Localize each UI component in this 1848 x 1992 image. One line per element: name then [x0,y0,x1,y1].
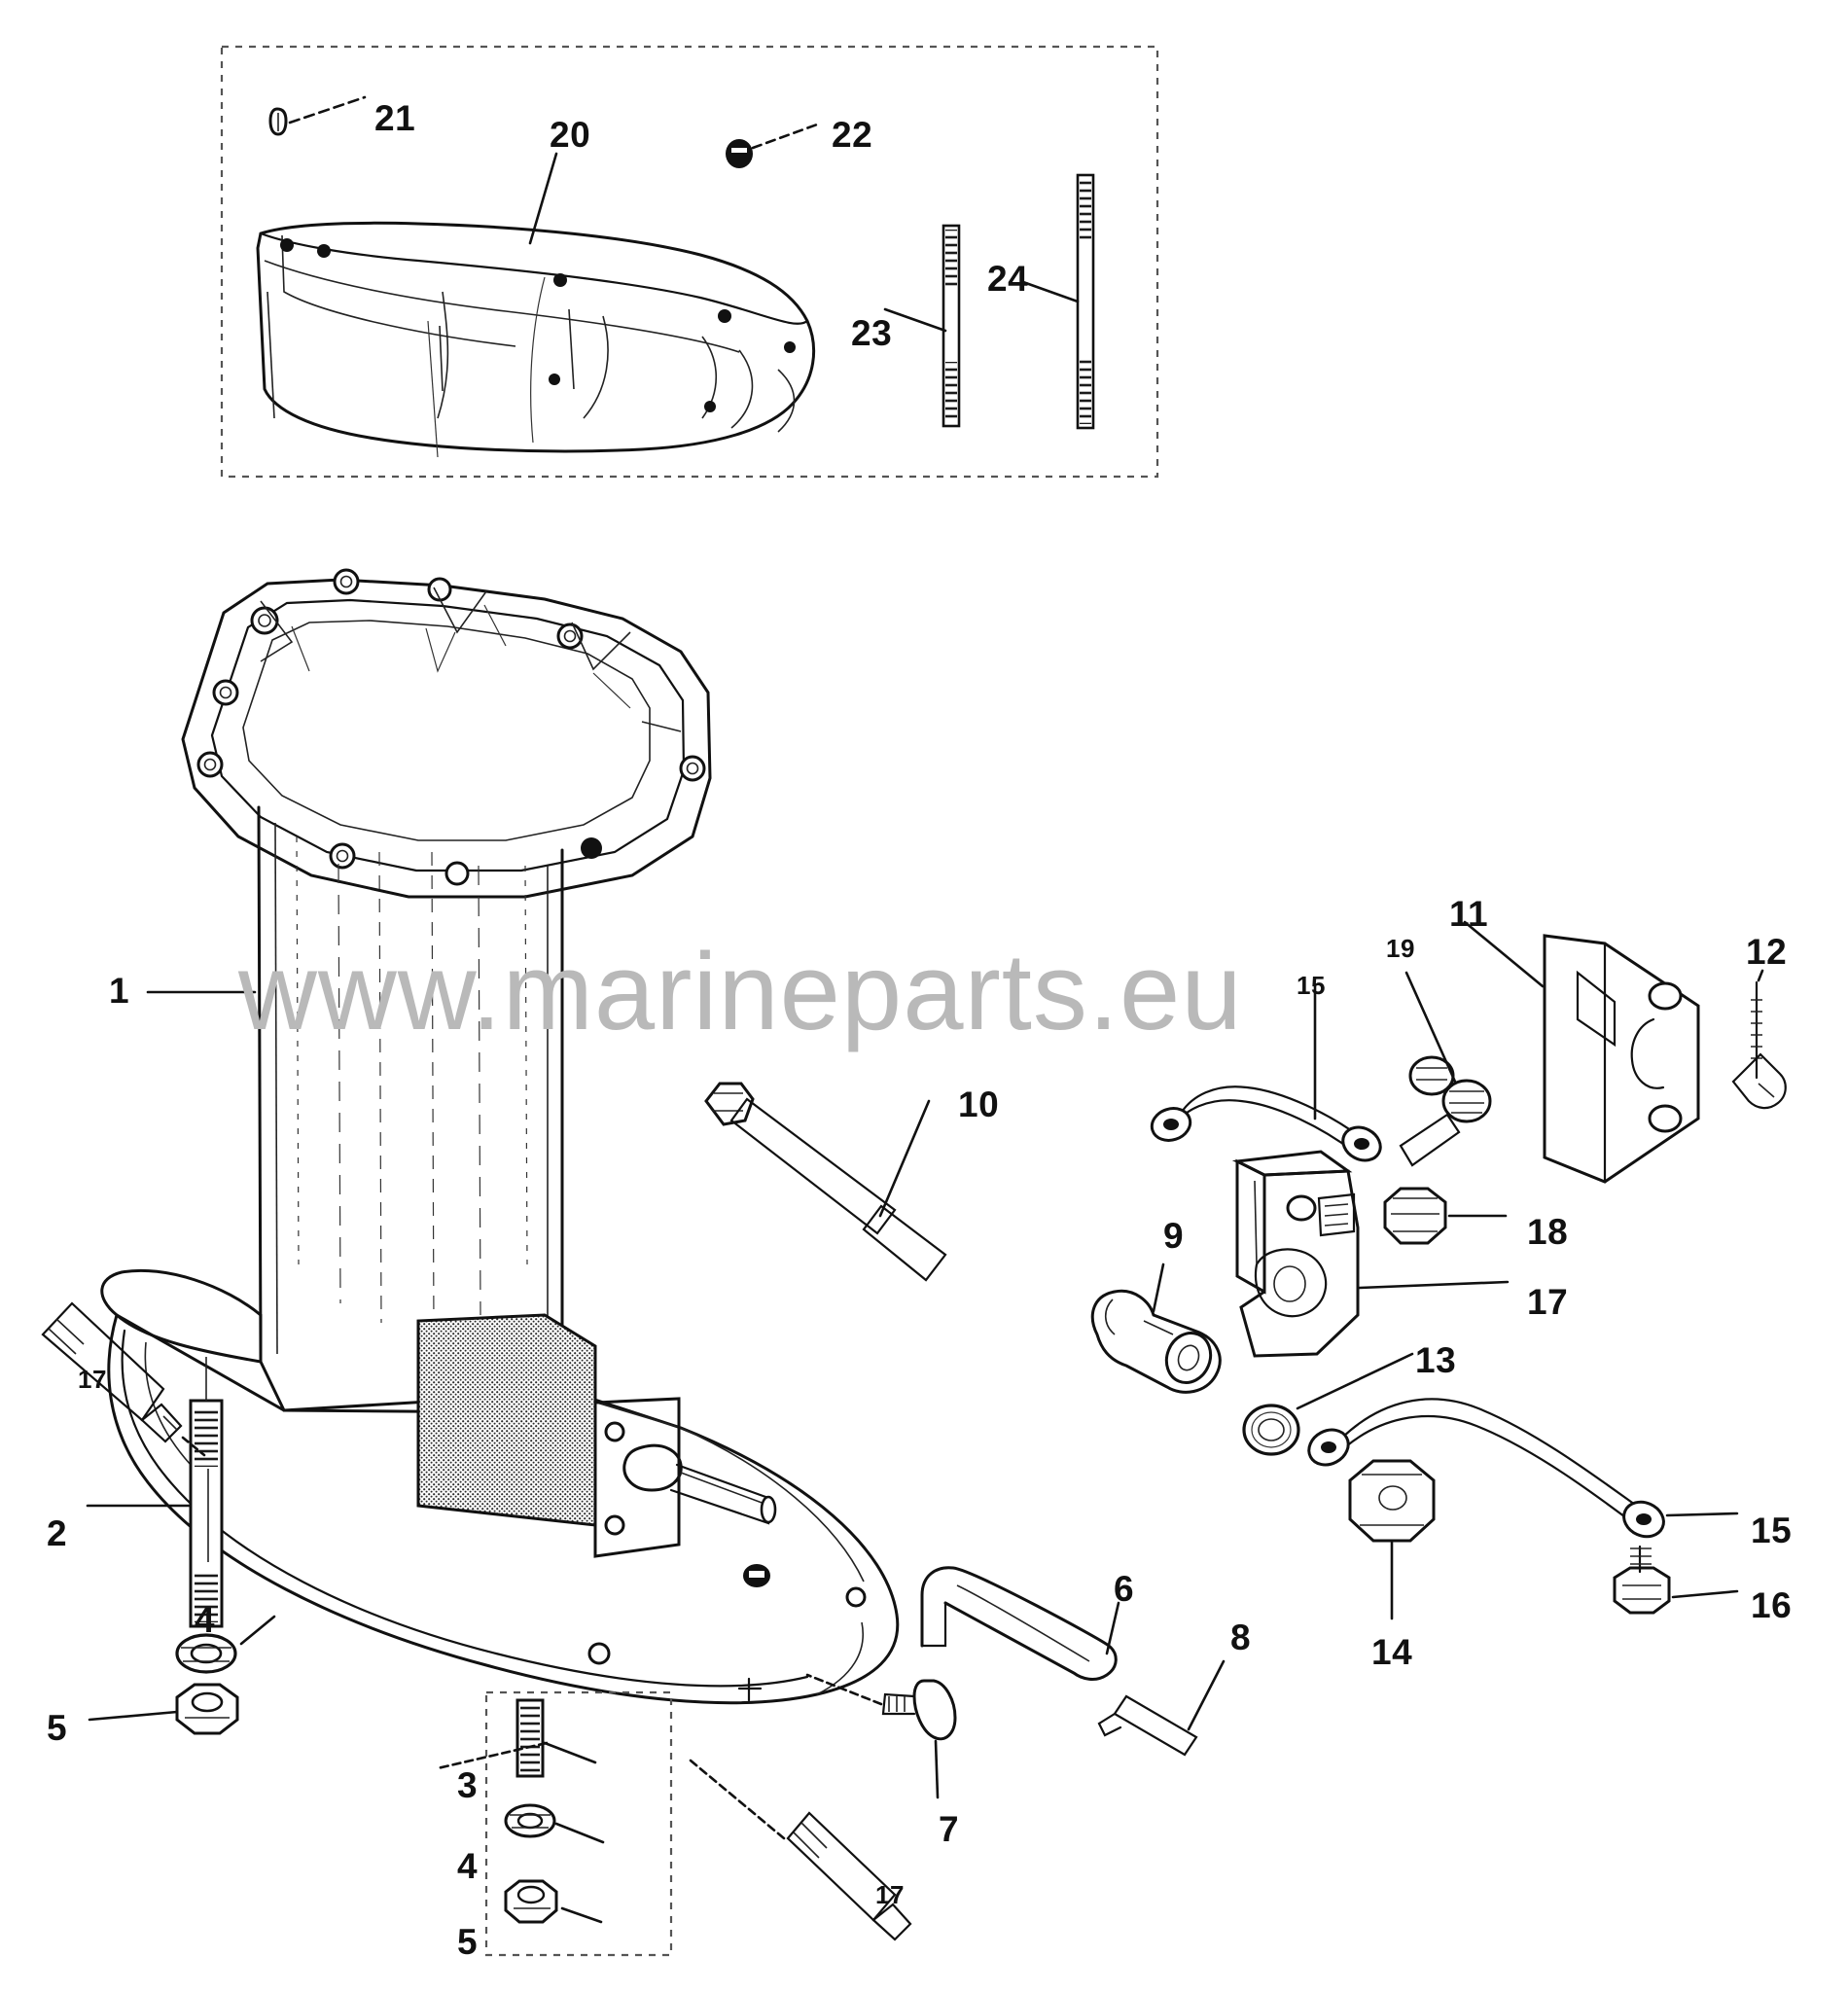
callout-6: 6 [1114,1569,1135,1609]
shift-shaft-boss [593,1397,777,1558]
callout-13: 13 [1415,1340,1457,1380]
part-5-hex-nut-inset [504,1879,603,1924]
part-18-lock-nut [1383,1187,1508,1245]
part-13-flat-washer [1242,1352,1414,1456]
callout-22: 22 [832,115,873,155]
callout-10: 10 [958,1085,1000,1124]
callout-17: 17 [1527,1282,1569,1322]
part-17-shift-bracket [1231,1150,1510,1358]
part-17-sealant-tube-bottom [689,1759,912,1941]
callout-8: 8 [1230,1618,1252,1657]
part-4-lock-washer-inset [504,1803,605,1844]
part-19-screws [1399,971,1492,1167]
callout-17-bottom: 17 [875,1880,905,1909]
part-15-ground-wire-upper [1150,982,1382,1162]
callout-1: 1 [109,971,130,1011]
part-2-stud-assembly [86,1357,224,1628]
part-16-ground-screw [1613,1545,1739,1615]
part-11-mounting-plate [1463,920,1700,1184]
bottom-inset-box [484,1690,673,1957]
callout-11: 11 [1449,894,1489,934]
part-10-hex-bolt [704,1082,947,1282]
callout-12: 12 [1746,932,1788,972]
top-inset-box [220,45,1159,479]
part-5-hex-nut [88,1683,239,1735]
callout-2: 2 [47,1513,68,1553]
part-24-stud [1021,173,1095,430]
part-7-tube-fitting [805,1673,957,1799]
callout-5-inset: 5 [457,1922,479,1962]
exhaust-port-screen [416,1313,597,1527]
callout-4: 4 [195,1600,216,1640]
part-22-plug [726,123,819,168]
drive-shaft-housing-drawing [100,568,900,1705]
callout-15-upper: 15 [1297,971,1326,1000]
callout-18: 18 [1527,1212,1569,1252]
callout-20: 20 [550,115,591,155]
part-9-shift-coupler [1090,1263,1222,1394]
part-21-pin [268,95,367,136]
callout-24: 24 [987,259,1029,299]
callout-9: 9 [1163,1216,1185,1256]
part-8-screw [1097,1659,1226,1757]
part-14-hex-nut-large [1348,1459,1436,1620]
part-3-stud [436,1698,597,1778]
part-6-water-tube [920,1566,1120,1681]
part-4-lock-washer [175,1615,276,1674]
callout-21: 21 [374,98,416,138]
callout-17-left: 17 [78,1365,107,1394]
part-17-sealant-tube-left [41,1301,206,1457]
callout-15: 15 [1751,1511,1793,1550]
exhaust-housing-drawing [256,152,816,458]
part-12-screw [1731,969,1787,1110]
callout-19: 19 [1386,934,1415,963]
callout-5: 5 [47,1708,68,1748]
site-watermark: www.marineparts.eu [238,931,1243,1052]
part-23-stud [883,224,961,428]
callout-16: 16 [1751,1585,1793,1625]
callout-14: 14 [1371,1632,1413,1672]
callout-7: 7 [939,1809,960,1849]
part-15-ground-wire-lower [1307,1398,1739,1539]
callout-23: 23 [851,313,893,353]
callout-3: 3 [457,1765,479,1805]
callout-4-inset: 4 [457,1846,479,1886]
